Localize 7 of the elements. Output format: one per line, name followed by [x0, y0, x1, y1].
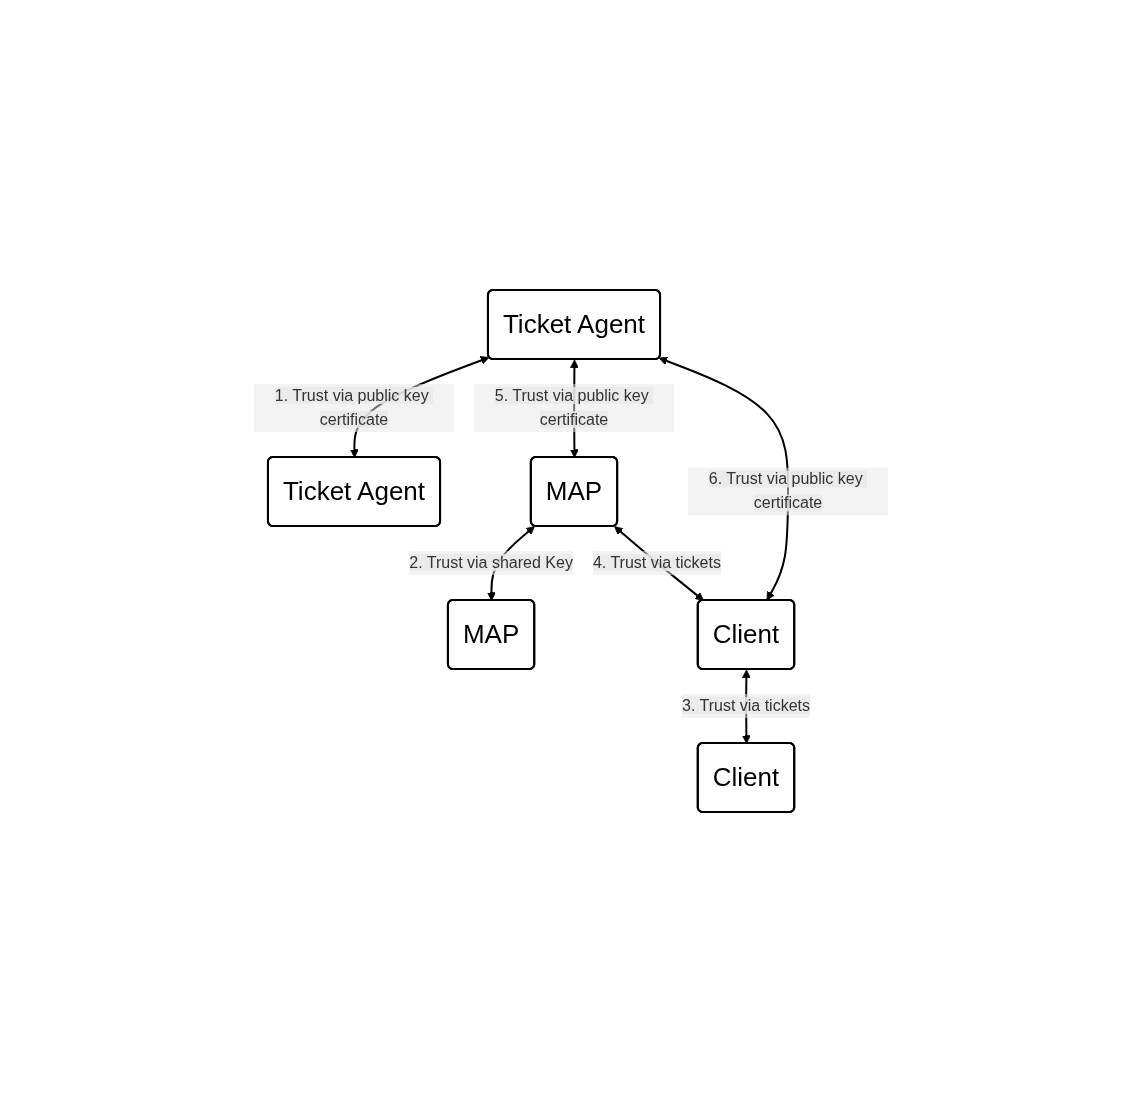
edge-label: 1. Trust via public key certificate [275, 386, 430, 428]
edge-label: 4. Trust via tickets [593, 553, 722, 571]
edge-label: 2. Trust via shared Key [409, 553, 574, 571]
edge-label: 5. Trust via public key certificate [495, 386, 650, 428]
edge-label: 3. Trust via tickets [682, 696, 811, 714]
edge-label: 6. Trust via public key certificate [709, 469, 864, 511]
arrow [659, 356, 790, 601]
